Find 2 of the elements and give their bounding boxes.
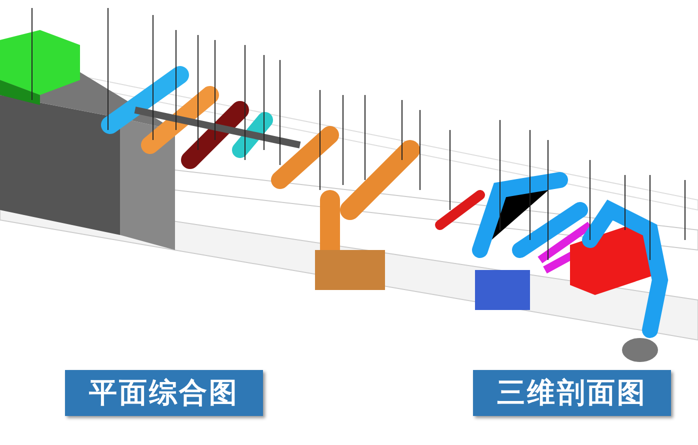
view-title-banner: 三维剖面图 — [473, 370, 671, 416]
view-title-banner: 平面综合图 — [65, 370, 263, 416]
